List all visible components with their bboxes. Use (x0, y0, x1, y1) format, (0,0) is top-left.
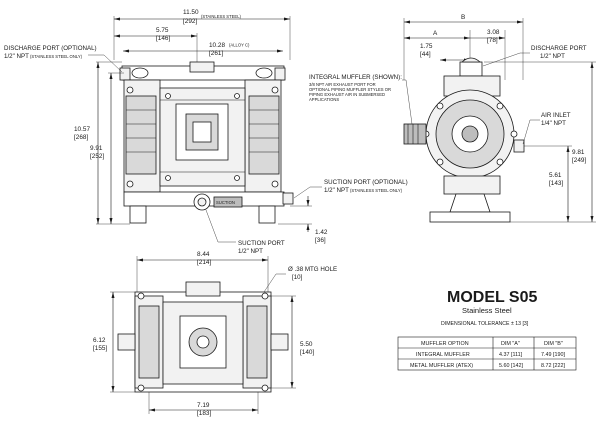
dim-overall-width-mm: [292] (183, 18, 197, 25)
side-discharge-size: 1/2" NPT (540, 53, 565, 60)
muffler-table: MUFFLER OPTION DIM "A" DIM "B" INTEGRAL … (397, 336, 577, 371)
dim-8-44: 8.44 (197, 251, 210, 258)
side-discharge-label: DISCHARGE PORT (531, 45, 587, 52)
dim-6-12-mm: [155] (93, 345, 107, 352)
side-pump-body (403, 57, 525, 223)
front-suction-size: 1/2" NPT (238, 248, 263, 255)
front-suction-label: SUCTION PORT (238, 240, 285, 247)
dim-5-50-mm: [140] (300, 349, 314, 356)
mtg-hole-label: Ø .38 MTG HOLE (288, 266, 337, 273)
suction-badge: SUCTION (216, 200, 235, 205)
bottom-pump-body (117, 281, 289, 393)
dim-10-28-mm: [261] (209, 50, 223, 57)
dim-overall-width: 11.50 (183, 9, 199, 16)
dim-5-50: 5.50 (300, 341, 313, 348)
dim-1-42-mm: [36] (315, 237, 326, 244)
muffler-note-1: 3/8 NPT AIR EXHAUST PORT FOR (309, 82, 376, 87)
dim-1-75-mm: [44] (420, 51, 431, 58)
dim-3-08-mm: [78] (487, 37, 498, 44)
dim-8-44-mm: [214] (197, 259, 211, 266)
muffler-note-3: PIPING EXHAUST AIR IN SUBMERSED (309, 92, 385, 97)
model-title: MODEL S05 (447, 289, 538, 306)
bottom-view: 8.44 [214] Ø .38 MTG HOLE [10] (93, 251, 337, 417)
dim-1-75: 1.75 (420, 43, 433, 50)
dim-5-75: 5.75 (156, 27, 169, 34)
front-suction-optional-note: (STAINLESS STEEL ONLY) (350, 188, 403, 193)
dim-5-61-mm: [143] (549, 180, 563, 187)
dim-9-81: 9.81 (572, 149, 585, 156)
table-row-1-option: INTEGRAL MUFFLER (416, 352, 470, 358)
air-inlet-label: AIR INLET (541, 112, 571, 119)
muffler-note-4: APPLICATIONS (309, 97, 339, 102)
front-suction-optional-size: 1/2" NPT (324, 187, 349, 194)
model-subtitle: Stainless Steel (462, 306, 512, 315)
table-row-2-dim-a: 5.60 [142] (499, 363, 523, 369)
front-discharge-note: (STAINLESS STEEL ONLY) (30, 54, 83, 59)
dim-7-19-mm: [183] (197, 410, 211, 417)
dim-overall-width-note: (STAINLESS STEEL) (201, 14, 242, 19)
front-view: 11.50 (STAINLESS STEEL) [292] 5.75 [146]… (4, 9, 408, 255)
dim-9-81-mm: [249] (572, 157, 586, 164)
dim-5-61: 5.61 (549, 172, 562, 179)
dim-10-28-note: (ALLOY C) (229, 43, 250, 48)
dim-height-9-91-mm: [252] (90, 153, 104, 160)
front-suction-optional-label: SUCTION PORT (OPTIONAL) (324, 179, 408, 186)
front-discharge-size: 1/2" NPT (4, 53, 29, 60)
dim-6-12: 6.12 (93, 337, 106, 344)
air-inlet-size: 1/4" NPT (541, 120, 566, 127)
front-discharge-label: DISCHARGE PORT (OPTIONAL) (4, 45, 97, 52)
dim-height-10-57-mm: [268] (74, 134, 88, 141)
side-view: B A 1.75 [44] 3.08 [78] (309, 14, 596, 223)
dim-height-10-57: 10.57 (74, 126, 90, 133)
table-header-dim-a: DIM "A" (501, 341, 520, 347)
tolerance-note: DIMENSIONAL TOLERANCE ± 13 [3] (441, 321, 529, 327)
dim-10-28: 10.28 (209, 42, 225, 49)
dim-1-42: 1.42 (315, 229, 328, 236)
dim-3-08: 3.08 (487, 29, 500, 36)
dim-b: B (461, 14, 465, 21)
dim-7-19: 7.19 (197, 402, 210, 409)
table-row-2-option: METAL MUFFLER (ATEX) (410, 363, 473, 369)
muffler-title: INTEGRAL MUFFLER (SHOWN): (309, 74, 402, 81)
dim-a: A (433, 30, 438, 37)
dim-height-9-91: 9.91 (90, 145, 103, 152)
table-row-1-dim-b: 7.49 [190] (541, 352, 565, 358)
mtg-hole-mm: [10] (292, 274, 303, 281)
table-row-2-dim-b: 8.72 [222] (541, 363, 565, 369)
table-header-dim-b: DIM "B" (544, 341, 563, 347)
model-block: MODEL S05 Stainless Steel DIMENSIONAL TO… (397, 289, 577, 371)
dim-5-75-mm: [146] (156, 35, 170, 42)
table-row-1-dim-a: 4.37 [111] (499, 352, 523, 358)
muffler-note-2: OPTIONAL PIPING MUFFLER STYLES OR (309, 87, 391, 92)
table-header-option: MUFFLER OPTION (421, 341, 469, 347)
front-pump-body: SUCTION (119, 61, 294, 224)
